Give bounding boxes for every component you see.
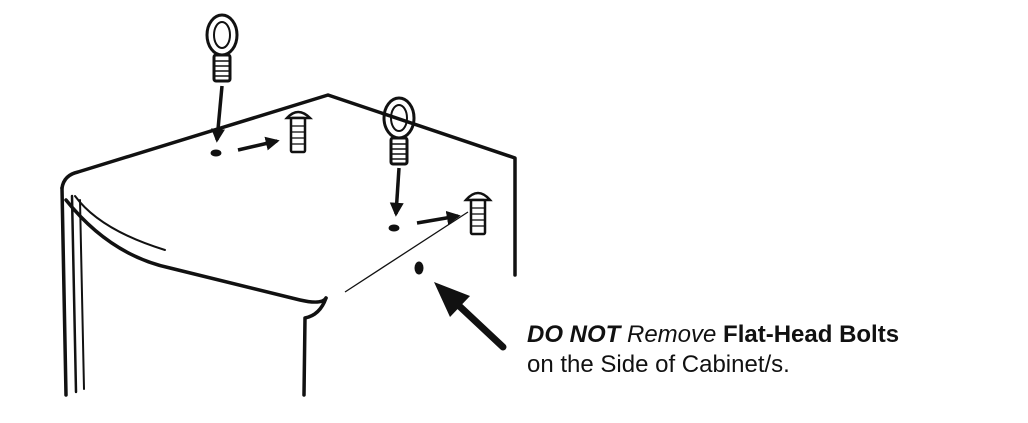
warning-caption: DO NOT Remove Flat-Head Bolts on the Sid… (527, 320, 899, 380)
caption-flat-head-bolts: Flat-Head Bolts (723, 321, 900, 348)
eye-bolt-icon (205, 13, 239, 83)
bolt-holes (210, 149, 424, 275)
cabinet (60, 93, 517, 397)
arrow-icon (416, 210, 461, 225)
eye-bolt-icon (382, 96, 416, 166)
caption-do-not: DO NOT (527, 321, 621, 348)
arrow-icon (211, 85, 226, 143)
arrow-icon (237, 136, 280, 152)
reference-line (344, 211, 469, 293)
arrow-icon (434, 282, 507, 351)
hole-right (388, 224, 400, 232)
hole-left (210, 149, 222, 157)
caption-line-1: DO NOT Remove Flat-Head Bolts (527, 320, 899, 350)
flat-head-bolt-icon (463, 191, 493, 236)
arrow-icon (389, 167, 404, 217)
flat-head-bolt-icon (284, 110, 314, 154)
caption-remove: Remove (627, 321, 717, 348)
caption-line-2: on the Side of Cabinet/s. (527, 351, 790, 378)
side-hole (414, 261, 424, 275)
